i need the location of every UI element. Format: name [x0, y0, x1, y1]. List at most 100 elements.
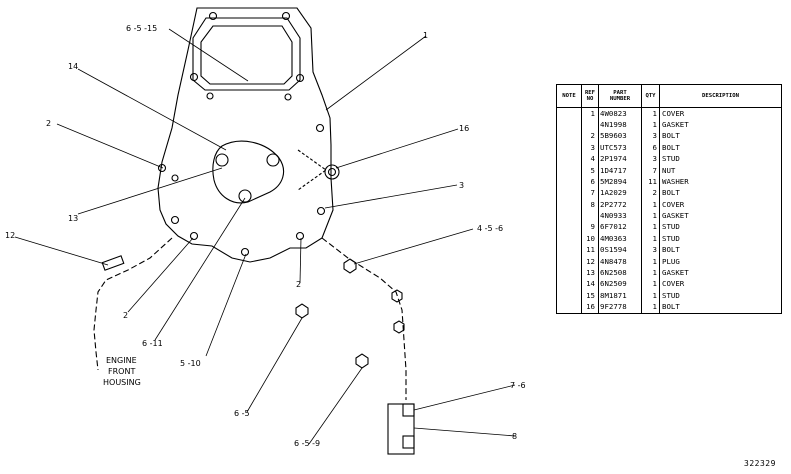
bolt-hole — [315, 123, 325, 133]
qty-cell: 3 — [641, 130, 660, 143]
cover-boss-right — [266, 153, 280, 167]
part-number-cell: 8M1871 — [598, 290, 642, 302]
rib-dashed — [297, 149, 327, 191]
part-number-cell: 6N2509 — [598, 278, 642, 291]
part-number-cell: 1A2029 — [598, 187, 642, 200]
ref-no-cell — [581, 210, 599, 222]
bolt-hole — [208, 11, 218, 21]
bolt-hole — [284, 93, 292, 101]
note-cell — [556, 301, 582, 315]
header-ref-no: REF NO — [581, 84, 599, 108]
description-cell: NUT — [659, 164, 782, 177]
bolt-hole — [240, 247, 250, 257]
cover-8 — [387, 403, 415, 455]
callout-4-5-6: 4 -5 -6 — [477, 224, 503, 233]
ref-no-cell: 13 — [581, 267, 599, 279]
callout-8: 8 — [512, 432, 517, 441]
description-cell: COVER — [659, 199, 782, 211]
nut-4-5-6 — [343, 258, 357, 274]
qty-cell: 2 — [641, 187, 660, 200]
top-window-inner — [200, 25, 293, 85]
table-header-row: NOTE REF NO PART NUMBER QTY DESCRIPTION — [556, 84, 782, 108]
ref-no-cell: 3 — [581, 142, 599, 154]
description-cell: WASHER — [659, 176, 782, 188]
note-cell — [556, 164, 582, 177]
bolt-hole — [206, 92, 214, 100]
part-number-cell: 1D4717 — [598, 164, 642, 177]
part-number-cell: UTC573 — [598, 142, 642, 154]
description-cell: STUD — [659, 290, 782, 302]
note-cell — [556, 233, 582, 245]
cover-boss-left — [215, 153, 229, 167]
part-number-cell: 2P2772 — [598, 199, 642, 211]
callout-16: 16 — [459, 124, 469, 133]
bolt-hole — [295, 73, 305, 83]
bolt-16-head — [327, 167, 337, 177]
callout-12: 12 — [5, 231, 15, 240]
qty-cell: 3 — [641, 244, 660, 257]
note-cell — [556, 199, 582, 211]
top-window-gasket — [192, 17, 301, 91]
ref-no-cell: 7 — [581, 187, 599, 200]
qty-cell: 1 — [641, 119, 660, 131]
callout-14: 14 — [68, 62, 78, 71]
qty-cell: 1 — [641, 256, 660, 268]
description-cell: COVER — [659, 107, 782, 120]
bolt-hole — [316, 206, 326, 216]
qty-cell: 11 — [641, 176, 660, 188]
note-cell — [556, 221, 582, 234]
ref-no-cell — [581, 119, 599, 131]
nut-5-10 — [295, 303, 309, 319]
qty-cell: 1 — [641, 199, 660, 211]
qty-cell: 1 — [641, 267, 660, 279]
note-cell — [556, 107, 582, 120]
part-number-cell: 4N1998 — [598, 119, 642, 131]
small-cover — [212, 140, 285, 204]
ref-no-cell: 12 — [581, 256, 599, 268]
callout-6-5-15: 6 -5 -15 — [126, 24, 157, 33]
description-cell: BOLT — [659, 142, 782, 154]
qty-cell: 1 — [641, 278, 660, 291]
header-description: DESCRIPTION — [659, 84, 782, 108]
description-cell: STUD — [659, 233, 782, 245]
plug — [101, 255, 125, 271]
bolt-hole — [189, 231, 199, 241]
note-cell — [556, 119, 582, 131]
callout-3: 3 — [459, 181, 464, 190]
qty-cell: 1 — [641, 221, 660, 234]
ref-no-cell: 11 — [581, 244, 599, 257]
note-cell — [556, 244, 582, 257]
callout-2-lower: 2 — [123, 311, 128, 320]
qty-cell: 7 — [641, 164, 660, 177]
note-cell — [556, 153, 582, 165]
qty-cell: 6 — [641, 142, 660, 154]
ref-no-cell: 16 — [581, 301, 599, 315]
bolt-hole — [281, 11, 291, 21]
part-number-cell: 0S1594 — [598, 244, 642, 257]
cover-8-dashed-path — [321, 237, 407, 400]
bolt-hole — [170, 215, 180, 225]
bolt-hole — [171, 174, 179, 182]
drawing-number: 322329 — [744, 459, 776, 468]
qty-cell: 1 — [641, 210, 660, 222]
cover-8-bolt — [402, 435, 415, 449]
qty-cell: 1 — [641, 290, 660, 302]
note-cell — [556, 278, 582, 291]
note-cell — [556, 176, 582, 188]
description-cell: BOLT — [659, 187, 782, 200]
ref-no-cell: 15 — [581, 290, 599, 302]
